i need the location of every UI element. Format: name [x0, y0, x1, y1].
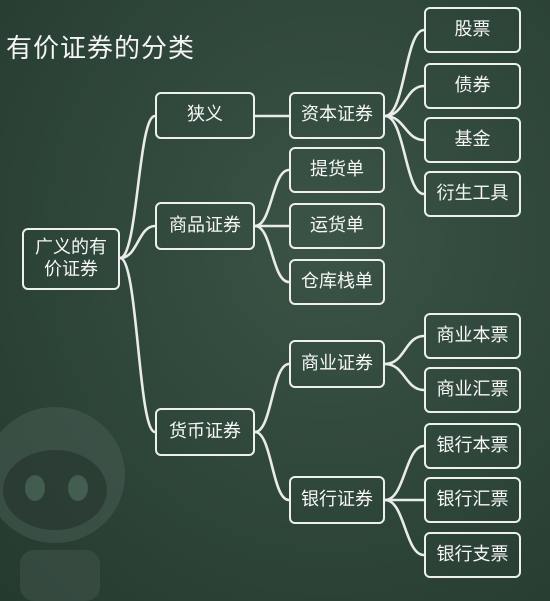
node-bank-check: 银行支票: [424, 532, 521, 578]
node-warehouse-receipt: 仓库栈单: [289, 259, 385, 305]
node-capital-securities: 资本证券: [289, 92, 385, 139]
connector-bank-note: [383, 444, 426, 502]
node-commercial-promissory-note: 商业本票: [424, 313, 521, 359]
node-broad-securities-line2: 价证券: [44, 259, 98, 280]
node-broad-securities: 广义的有 价证券: [22, 228, 120, 290]
connector-commercial-note: [383, 334, 426, 366]
connector-root-commodity: [118, 224, 157, 260]
node-bond: 债券: [424, 63, 521, 109]
node-bank-draft: 银行汇票: [424, 477, 521, 523]
connector-currency-commercial: [253, 362, 291, 434]
connector-commodity-pickup: [253, 168, 291, 228]
connector-root-narrow: [118, 114, 157, 260]
node-commercial-draft: 商业汇票: [424, 367, 521, 413]
page-title: 有价证券的分类: [6, 34, 196, 64]
connector-commercial-draft: [383, 362, 426, 392]
node-derivative: 衍生工具: [424, 171, 521, 217]
node-commercial-securities: 商业证券: [289, 340, 385, 388]
node-broad-securities-line1: 广义的有: [35, 236, 107, 258]
node-commodity-securities: 商品证券: [155, 202, 255, 250]
node-shipping-bill: 运货单: [289, 203, 385, 249]
mascot-robot-image: [0, 407, 125, 601]
connector-currency-bank: [253, 430, 291, 502]
node-stock: 股票: [424, 7, 521, 53]
connector-root-currency: [118, 256, 157, 434]
connector-commodity-warehouse: [253, 224, 291, 284]
node-pickup-bill: 提货单: [289, 147, 385, 193]
connector-bank-check: [383, 498, 426, 557]
node-currency-securities: 货币证券: [155, 408, 255, 456]
connector-capital-bond: [383, 84, 426, 118]
node-narrow: 狭义: [155, 92, 255, 139]
connector-capital-stock: [383, 28, 426, 118]
connector-capital-derivative: [383, 114, 426, 196]
node-fund: 基金: [424, 117, 521, 163]
node-bank-securities: 银行证券: [289, 476, 385, 524]
node-bank-promissory-note: 银行本票: [424, 423, 521, 469]
